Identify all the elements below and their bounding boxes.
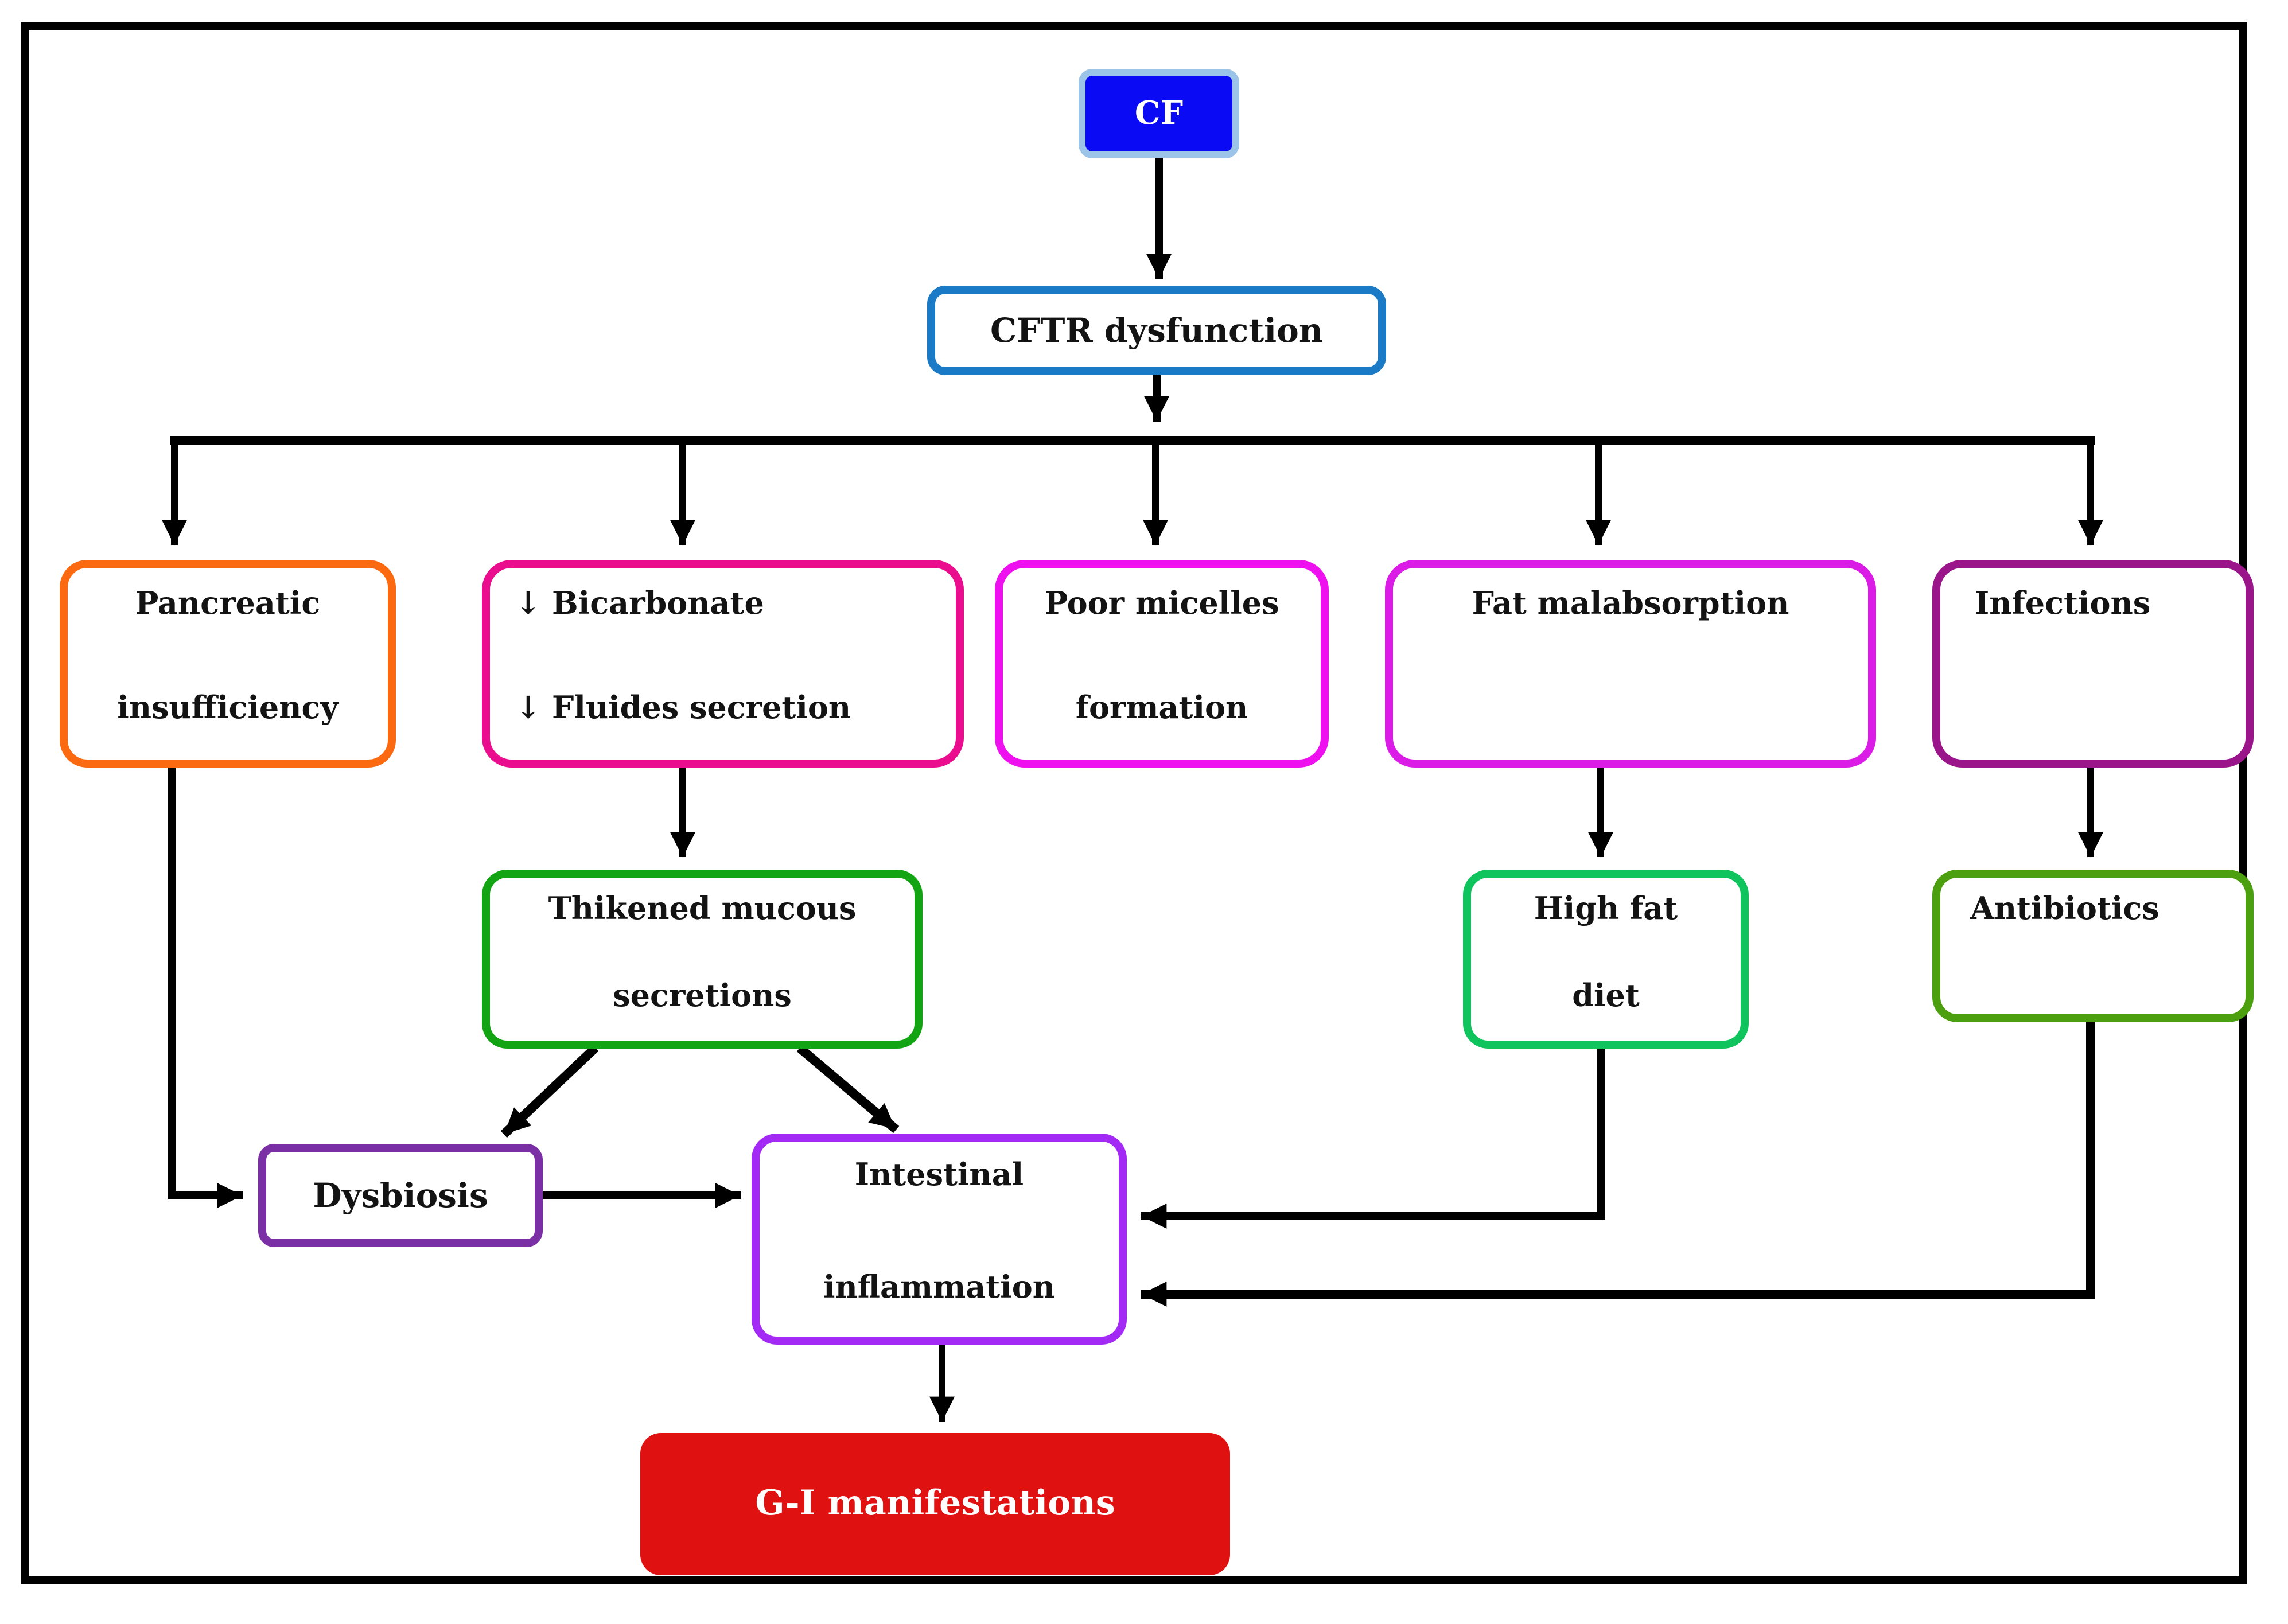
node-mucous-line1: Thikened mucous [548,891,857,927]
node-thikened-mucous-secretions: Thikened mucous secretions [482,870,923,1049]
node-micelles-line2: formation [1075,690,1248,726]
node-high-fat-line2: diet [1572,978,1640,1014]
node-antibiotics: Antibiotics [1932,870,2254,1022]
node-intestinal-inflammation: Intestinal inflammation [752,1134,1127,1345]
node-poor-micelles-formation: Poor micelles formation [995,560,1329,768]
figure-frame [21,22,2247,1584]
node-intestinal-line2: inflammation [823,1269,1055,1306]
node-infections: Infections [1932,560,2254,768]
node-fat-malabsorption: Fat malabsorption [1385,560,1876,768]
node-high-fat-diet: High fat diet [1463,870,1749,1049]
node-bicarbonate-line1: ↓ Bicarbonate [515,586,764,622]
node-gi-manifestations: G-I manifestations [640,1433,1230,1575]
node-dysbiosis-label: Dysbiosis [313,1175,488,1215]
node-high-fat-line1: High fat [1534,891,1678,927]
node-dysbiosis: Dysbiosis [258,1144,543,1247]
node-cf-label: CF [1134,94,1184,133]
node-antibiotics-label: Antibiotics [1970,891,2159,927]
node-cftr-dysfunction: CFTR dysfunction [927,286,1386,375]
node-intestinal-line1: Intestinal [854,1158,1024,1193]
node-pancreatic-line1: Pancreatic [135,586,321,622]
node-mucous-line2: secretions [613,978,792,1014]
node-fat-malabsorption-label: Fat malabsorption [1472,586,1789,622]
node-cf: CF [1079,69,1239,158]
node-infections-label: Infections [1975,586,2151,622]
node-pancreatic-insufficiency: Pancreatic insufficiency [60,560,396,768]
node-pancreatic-line2: insufficiency [117,690,338,726]
node-cftr-label: CFTR dysfunction [990,310,1324,350]
node-micelles-line1: Poor micelles [1044,586,1279,622]
node-bicarbonate-fluides-secretion: ↓ Bicarbonate ↓ Fluides secretion [482,560,964,768]
node-bicarbonate-line2: ↓ Fluides secretion [515,690,851,726]
node-gi-label: G-I manifestations [755,1483,1115,1524]
